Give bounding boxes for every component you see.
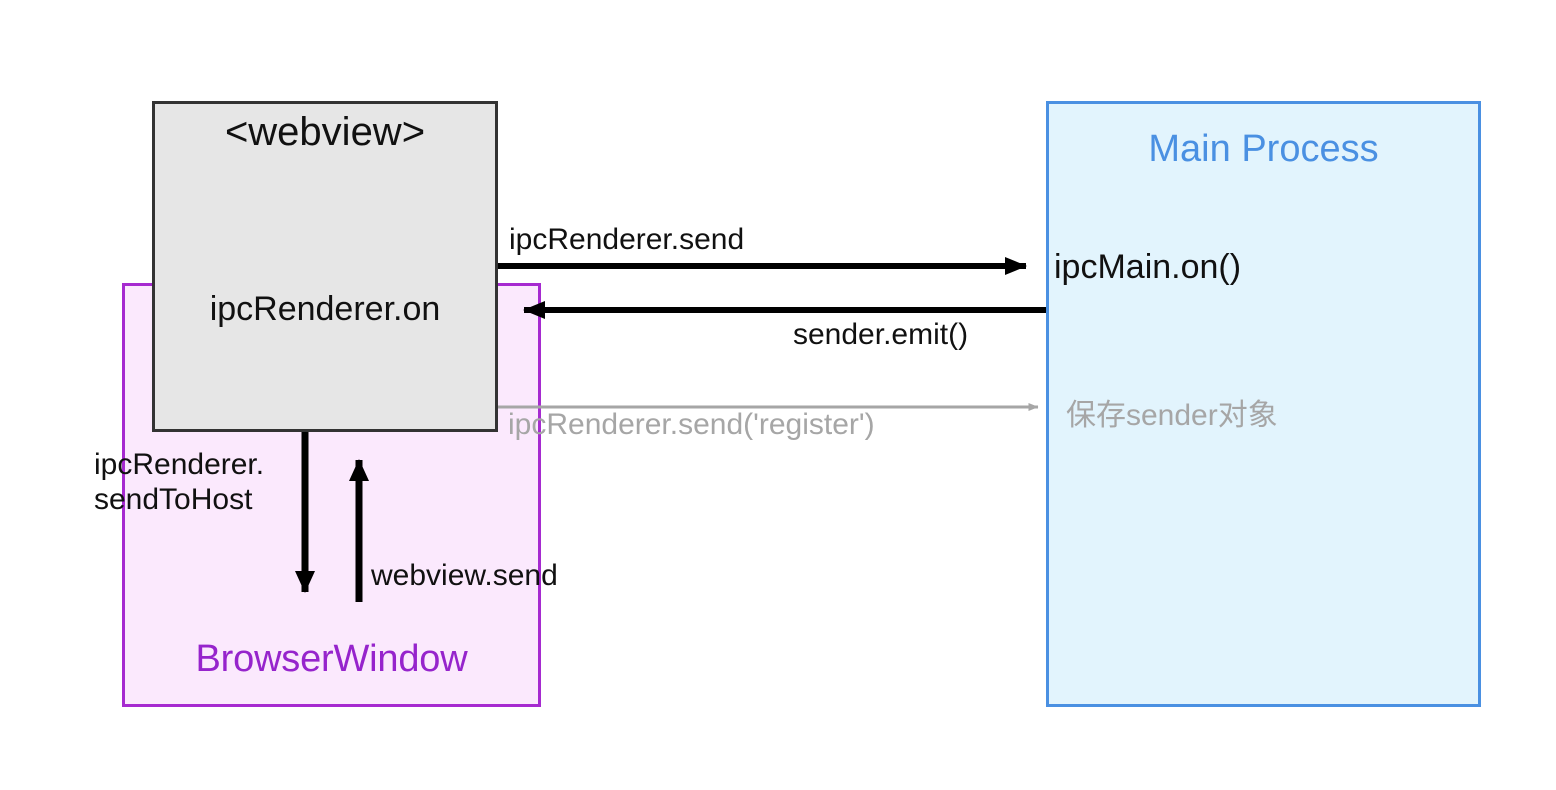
webview-title: <webview>: [224, 110, 426, 154]
edge-label-ipcrenderer-send: ipcRenderer.send: [509, 223, 745, 256]
edge-label-sendtohost-line1: ipcRenderer.: [94, 448, 265, 481]
ipcmain-on-label: ipcMain.on(): [1054, 248, 1242, 286]
edge-label-register: ipcRenderer.send('register'): [508, 408, 875, 441]
edge-label-sendtohost: ipcRenderer. sendToHost: [94, 448, 264, 517]
webview-node: [152, 101, 498, 432]
main-process-container: [1046, 101, 1481, 707]
browser-window-label: BrowserWindow: [195, 638, 468, 680]
save-sender-object-label: 保存sender对象: [1066, 399, 1278, 432]
edge-label-sendtohost-line2: sendToHost: [94, 482, 253, 516]
main-process-label: Main Process: [1148, 128, 1379, 170]
edge-label-sender-emit: sender.emit(): [793, 318, 969, 351]
edge-label-webview-send: webview.send: [371, 559, 558, 592]
webview-subtitle: ipcRenderer.on: [209, 290, 441, 328]
